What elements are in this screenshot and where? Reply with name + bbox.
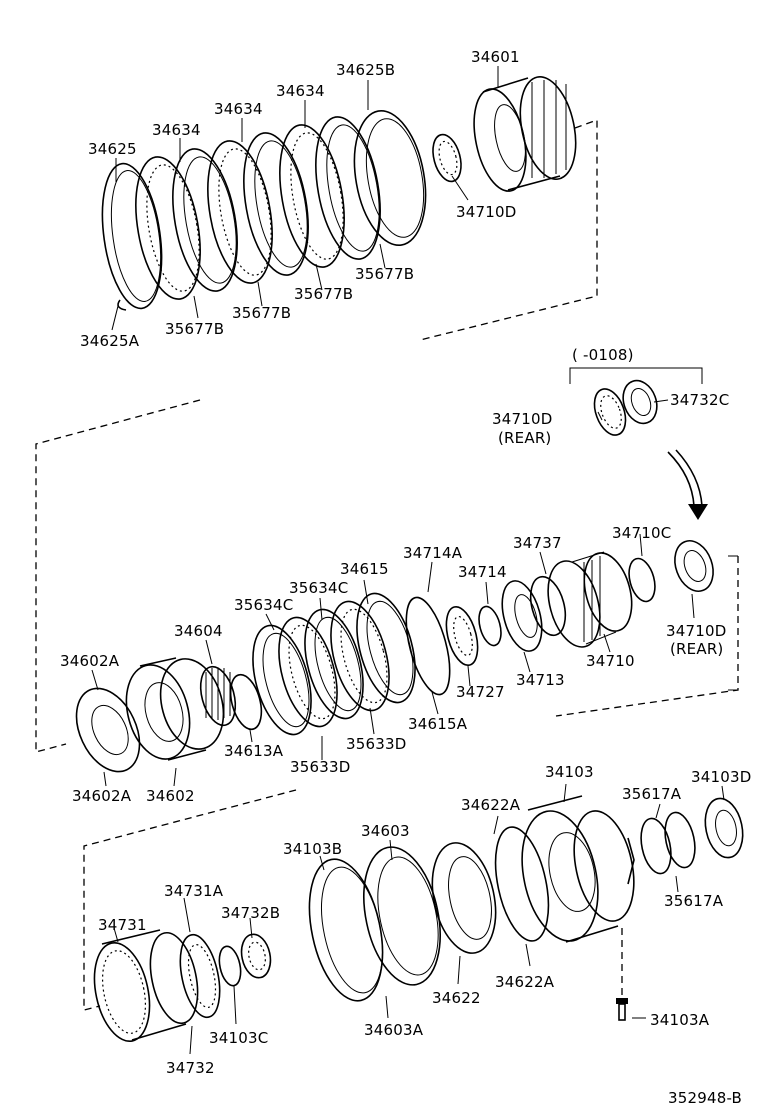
washer-34710D-rear-top <box>593 379 669 436</box>
case-34103 <box>521 795 635 943</box>
label-34603: 34603 <box>361 822 410 840</box>
washer-34710D-rear-middle <box>674 540 714 592</box>
thrust-washer-34710D <box>432 133 462 183</box>
label-34625: 34625 <box>88 140 137 158</box>
washer-34732B <box>240 933 272 979</box>
label-34602A: 34602A <box>72 787 132 805</box>
label-34103A: 34103A <box>650 1011 710 1029</box>
label-34603A: 34603A <box>364 1021 424 1039</box>
spring-34604 <box>199 665 237 727</box>
label-34713: 34713 <box>516 671 565 689</box>
label-35633D: 35633D <box>346 735 406 753</box>
hub-34727 <box>445 605 479 667</box>
label-34731: 34731 <box>98 916 147 934</box>
washer-34710C <box>628 557 656 603</box>
label-34622A: 34622A <box>495 973 555 991</box>
label-34710: 34710 <box>586 652 635 670</box>
label-34714A: 34714A <box>403 544 463 562</box>
label-34613A: 34613A <box>224 742 284 760</box>
clutch-plates-top <box>135 109 427 300</box>
label-35677B: 35677B <box>165 320 224 338</box>
snap-ring-34625A <box>101 162 163 311</box>
label-34103: 34103 <box>545 763 594 781</box>
label-34727: 34727 <box>456 683 505 701</box>
label-34103B: 34103B <box>283 840 342 858</box>
clutch-drum-34601 <box>473 76 577 192</box>
planetary-34710 <box>547 551 633 648</box>
curved-arrow <box>667 449 708 520</box>
label-34634: 34634 <box>214 100 263 118</box>
label-rear: (REAR) <box>670 640 724 658</box>
top-clutch-pack <box>101 76 598 341</box>
label-34602: 34602 <box>146 787 195 805</box>
bolt-34103A <box>616 928 646 1021</box>
gear-34731A <box>179 933 221 1019</box>
label-35617A: 35617A <box>622 785 682 803</box>
label-35617A: 35617A <box>664 892 724 910</box>
label-34615: 34615 <box>340 560 389 578</box>
snap-ring-34613A <box>229 673 263 731</box>
label-34732C: 34732C <box>670 391 729 409</box>
label-34602A: 34602A <box>60 652 120 670</box>
part-labels: 34601 34625B 34634 34634 34634 34625 347… <box>60 48 751 1107</box>
drum-34603 <box>363 846 441 986</box>
disk-34602A <box>75 687 141 773</box>
label-35677B: 35677B <box>294 285 353 303</box>
label-34714: 34714 <box>458 563 507 581</box>
label-35677B: 35677B <box>355 265 414 283</box>
piston-34622 <box>431 842 497 954</box>
rings-35617A <box>640 811 696 875</box>
brake-band-34103B <box>308 858 384 1002</box>
label-35634C: 35634C <box>234 596 293 614</box>
label-34103D: 34103D <box>691 768 751 786</box>
label-34732: 34732 <box>166 1059 215 1077</box>
label-34710D-rear: 34710D <box>492 410 552 428</box>
drum-34602 <box>125 657 225 761</box>
seal-34622A <box>494 826 550 942</box>
label-34634: 34634 <box>152 121 201 139</box>
label-34737: 34737 <box>513 534 562 552</box>
label-34601: 34601 <box>471 48 520 66</box>
label-34103C: 34103C <box>209 1029 268 1047</box>
washer-34103C <box>218 945 242 987</box>
label-34625B: 34625B <box>336 61 395 79</box>
carrier-34713 <box>501 575 567 652</box>
bearing-34714 <box>478 605 502 647</box>
ring-34714A <box>405 596 451 696</box>
label-34615A: 34615A <box>408 715 468 733</box>
label-34731A: 34731A <box>164 882 224 900</box>
washer-34103D <box>704 797 744 859</box>
bottom-assembly <box>83 783 744 1055</box>
label-34625A: 34625A <box>80 332 140 350</box>
drum-34731 <box>93 929 199 1043</box>
label-34732B: 34732B <box>221 904 280 922</box>
label-0108: ( -0108) <box>572 346 634 364</box>
label-34634: 34634 <box>276 82 325 100</box>
middle-clutch-pack <box>35 367 739 787</box>
diagram-id: 352948-B <box>668 1089 742 1107</box>
label-34604: 34604 <box>174 622 223 640</box>
label-34710C: 34710C <box>612 524 671 542</box>
label-35677B: 35677B <box>232 304 291 322</box>
label-34710D-rear: 34710D <box>666 622 726 640</box>
label-34710D: 34710D <box>456 203 516 221</box>
label-35633D: 35633D <box>290 758 350 776</box>
label-34622: 34622 <box>432 989 481 1007</box>
clutch-plates-middle <box>252 592 416 736</box>
label-rear: (REAR) <box>498 429 552 447</box>
label-34622A: 34622A <box>461 796 521 814</box>
label-35634C: 35634C <box>289 579 348 597</box>
leaders-top <box>111 66 499 331</box>
